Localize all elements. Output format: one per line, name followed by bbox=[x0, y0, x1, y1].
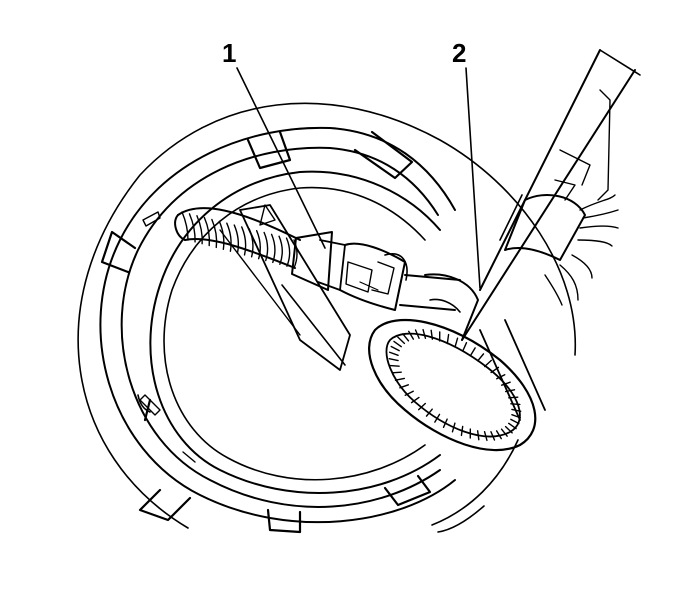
callout-2: 2 bbox=[452, 38, 467, 68]
leader-line-1 bbox=[236, 67, 326, 249]
leader-lines bbox=[236, 67, 481, 289]
module-housing bbox=[149, 170, 441, 494]
corrugated-fuel-line bbox=[174, 207, 301, 269]
leader-line-2 bbox=[465, 67, 481, 289]
quick-connect-fitting bbox=[291, 231, 408, 311]
lock-ring bbox=[99, 126, 456, 534]
tank-flange bbox=[77, 102, 577, 533]
callout-1: 1 bbox=[222, 38, 237, 68]
fuel-feed-pipe bbox=[399, 49, 641, 421]
fuel-strainer bbox=[368, 318, 537, 452]
